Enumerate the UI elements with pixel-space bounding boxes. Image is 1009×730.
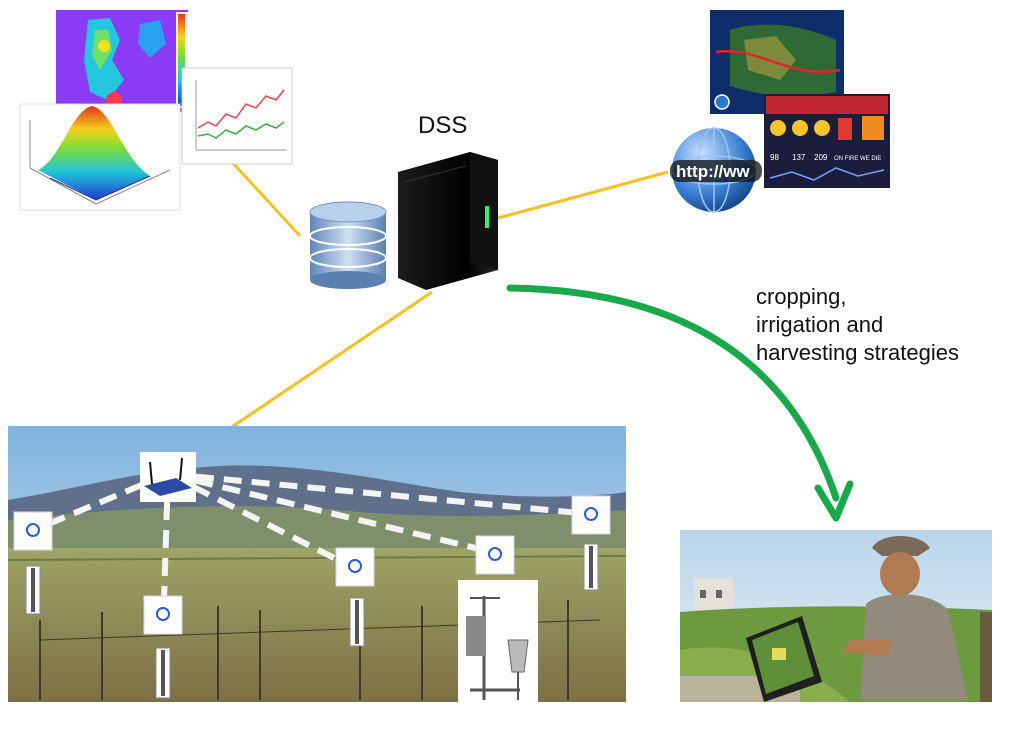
output-line-3: harvesting strategies [756, 340, 959, 365]
router-icon [140, 452, 196, 502]
temp-1: 98 [770, 153, 779, 162]
link-server-to-web [497, 170, 669, 220]
link-data-to-db [230, 160, 302, 238]
output-line-1: cropping, [756, 284, 847, 309]
farmer-laptop-photo [680, 530, 992, 702]
url-text: http://ww [676, 162, 750, 181]
weather-station-icon [458, 580, 538, 702]
temp-4: ON FIRE [834, 156, 858, 162]
temp-3: 209 [814, 153, 828, 162]
output-line-2: irrigation and [756, 312, 884, 337]
sensor-node-icons [13, 495, 611, 635]
line-chart-thumbnail [181, 67, 293, 165]
temp-2: 137 [792, 153, 806, 162]
field-sensor-photo [7, 426, 627, 702]
server-icon [398, 152, 498, 290]
probe-cores [31, 546, 593, 696]
weather-card-thumbnail: 98 137 209 ON FIRE WE DIE [764, 94, 890, 188]
result-arrow [506, 284, 854, 522]
temp-5: WE DIE [860, 156, 881, 162]
surface-plot-thumbnail [19, 103, 181, 211]
heatmap-thumbnail [56, 10, 188, 112]
dss-title: DSS [418, 112, 468, 139]
wireless-links [32, 471, 591, 601]
output-strategies-label: cropping, irrigation and harvesting stra… [756, 283, 959, 367]
globe-web-icon: http://ww [670, 127, 762, 213]
node-antenna-glyphs [26, 507, 598, 621]
database-icon [309, 201, 387, 289]
